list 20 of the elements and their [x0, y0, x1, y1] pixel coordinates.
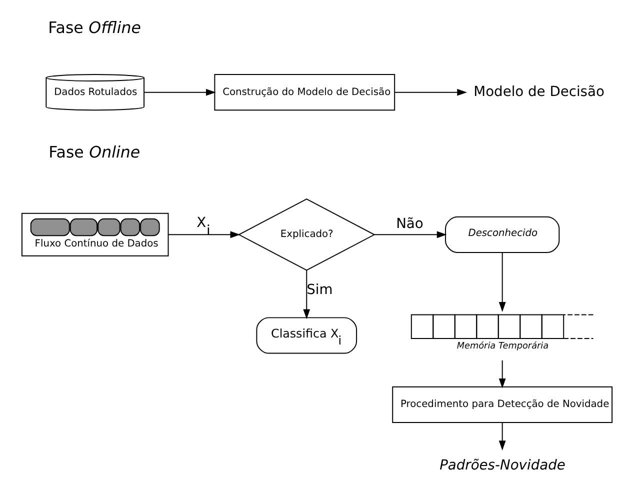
- arrow: [498, 252, 506, 312]
- arrow: [498, 360, 506, 388]
- arrow: [498, 422, 506, 450]
- arrow: [394, 88, 468, 96]
- arrow: [144, 88, 216, 96]
- node-box: Desconhecido: [445, 216, 560, 253]
- node-text: Padrões-Novidade: [440, 458, 566, 474]
- edge-label: Não: [396, 216, 424, 232]
- arrow: [168, 231, 240, 238]
- node-box: Construção do Modelo de Decisão: [214, 74, 396, 111]
- label: Fase Online: [48, 142, 140, 162]
- node-text: Modelo de Decisão: [474, 84, 604, 100]
- node-diamond: Explicado?: [238, 198, 376, 271]
- node-box: Fluxo Contínuo de Dados: [21, 212, 169, 256]
- arrow: [374, 231, 447, 238]
- arrow: [303, 270, 310, 320]
- node-label: Memória Temporária: [456, 342, 549, 352]
- edge-label: Sim: [306, 282, 333, 298]
- label: Fase Offline: [48, 18, 142, 37]
- node-box: Procedimento para Detecção de Novidade: [392, 386, 613, 423]
